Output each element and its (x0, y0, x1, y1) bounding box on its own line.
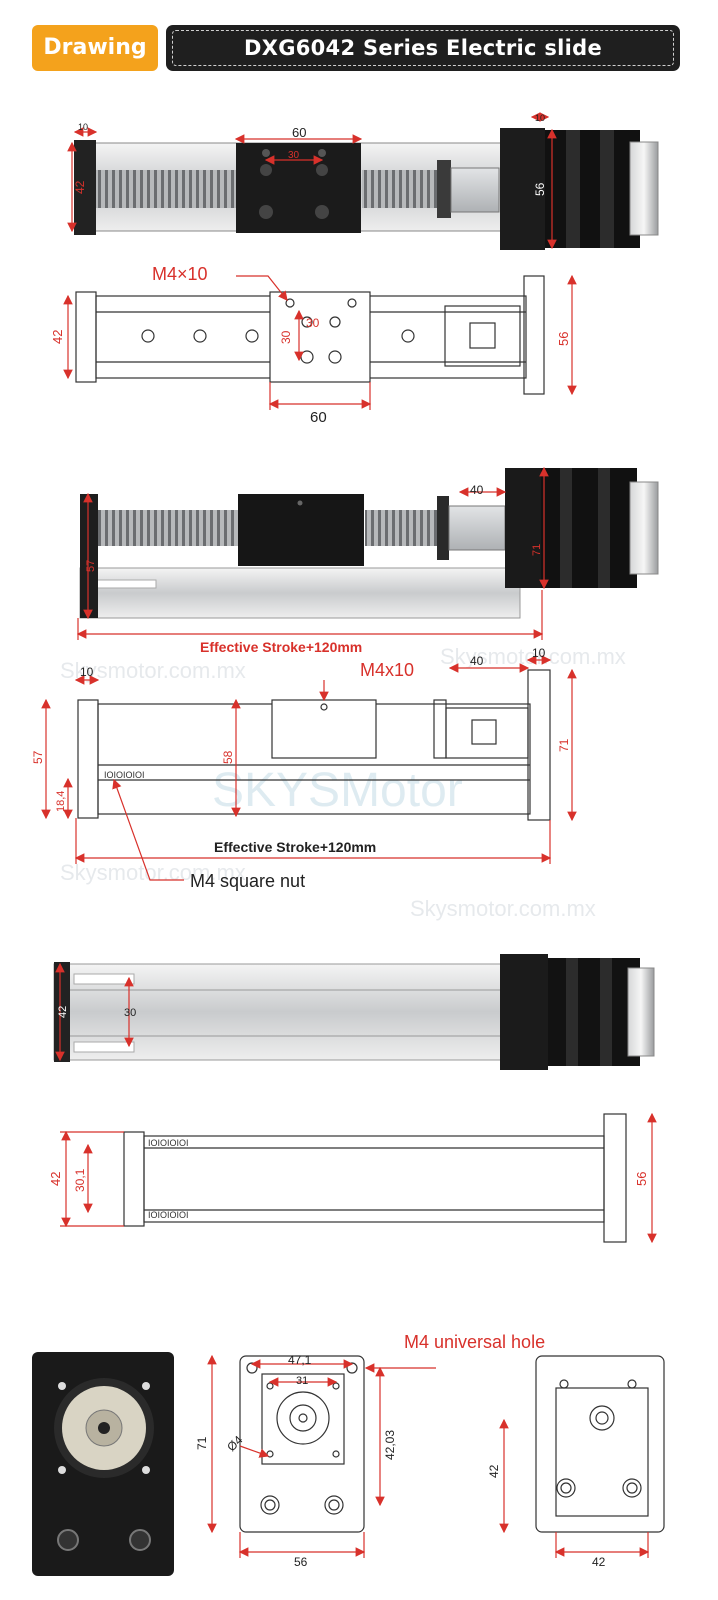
view1-dim-motor-top: 10 (535, 113, 545, 123)
view4-dim-motor-end: 10 (532, 646, 546, 660)
view4-dim-end: 10 (80, 665, 94, 679)
view5-dimensions (55, 962, 134, 1062)
view2-dim-holes-v: 30 (279, 330, 293, 344)
title-bar: DXG6042 Series Electric slide (166, 25, 680, 71)
view1-dim-holes: 30 (288, 150, 300, 161)
view2-dim-holes-h: 30 (306, 316, 320, 330)
view4-dim-carriage: 58 (221, 750, 235, 764)
page-title: DXG6042 Series Electric slide (172, 30, 674, 66)
view3-photo-side (79, 468, 659, 619)
view3-dim-coupler: 40 (470, 483, 484, 497)
view7-dim-width: 56 (294, 1555, 308, 1569)
watermark-4: Skysmotor.com.mx (60, 860, 246, 885)
view7-dim-holes-top: 47,1 (288, 1353, 312, 1367)
view1-dim-height: 42 (73, 180, 87, 194)
watermark-3: SKYSMotor (212, 764, 463, 817)
view1-dimensions (67, 112, 557, 250)
view3-dimensions (76, 466, 549, 640)
view2-dim-height: 42 (50, 330, 65, 344)
view4-callout: M4x10 (360, 660, 414, 680)
view5-dim-height: 42 (57, 1006, 69, 1018)
view1-photo-top (74, 128, 659, 250)
drawing-tag: Drawing (32, 25, 158, 71)
view7-dimensions-right (499, 1418, 650, 1558)
view4-stroke: Effective Stroke+120mm (214, 839, 376, 855)
view1-dim-carriage: 60 (292, 125, 306, 140)
svg-text:IOIOIOIOI: IOIOIOIOI (148, 1210, 189, 1220)
view4-dimensions (41, 655, 577, 881)
watermark-5: Skysmotor.com.mx (410, 896, 596, 921)
watermarks: Skysmotor.com.mx Skysmotor.com.mx SKYSMo… (60, 644, 626, 921)
svg-text:IOIOIOIOI: IOIOIOIOI (104, 770, 145, 780)
view7-universal-hole: M4 universal hole (404, 1332, 545, 1352)
view5-dim-holes: 30 (124, 1007, 136, 1019)
view7-dim-holes-small: 31 (296, 1375, 308, 1387)
view4-dim-slot: 18,4 (55, 791, 67, 812)
svg-text:IOIOIOIOI: IOIOIOIOI (148, 1138, 189, 1148)
view4-dim-height: 57 (31, 750, 45, 764)
view4-dim-coupler: 40 (470, 654, 484, 668)
view4-line-side: IOIOIOIOI (77, 669, 551, 821)
view2-line-top (75, 275, 545, 395)
view6-dimensions (60, 1112, 657, 1244)
view7-dimensions-middle (207, 1354, 436, 1558)
view7-dim-hole: Ø4 (224, 1433, 245, 1454)
view5-photo-top (53, 954, 655, 1070)
view6-dim-outer: 42 (48, 1172, 63, 1186)
view7-dim-right-h: 42 (592, 1555, 606, 1569)
view7-dim-right-v: 42 (487, 1464, 501, 1478)
view6-dim-motor: 56 (634, 1172, 649, 1186)
view7-photo-end (32, 1352, 174, 1576)
view2-dim-width: 60 (310, 409, 327, 426)
view4-nut: M4 square nut (190, 871, 305, 891)
view6-dim-slot: 30,1 (73, 1168, 87, 1192)
view7-dim-height: 71 (195, 1436, 209, 1450)
view3-dim-motor: 71 (531, 544, 543, 556)
view6-line-top: IOIOIOIOI IOIOIOIOI (123, 1113, 627, 1243)
view3-dim-left: 57 (85, 560, 97, 572)
header: Drawing DXG6042 Series Electric slide (0, 0, 718, 86)
view1-dim-end: 10 (78, 122, 88, 132)
view4-dim-motor: 71 (557, 738, 571, 752)
view2-dim-motor: 56 (556, 332, 571, 346)
view7-line-end-plate (535, 1355, 665, 1533)
view7-dim-holes-v: 42,03 (383, 1430, 397, 1460)
view3-stroke: Effective Stroke+120mm (200, 639, 362, 655)
view2-callout: M4×10 (152, 264, 208, 284)
view2-dimensions (63, 274, 577, 410)
view1-dim-motor: 56 (533, 182, 547, 196)
